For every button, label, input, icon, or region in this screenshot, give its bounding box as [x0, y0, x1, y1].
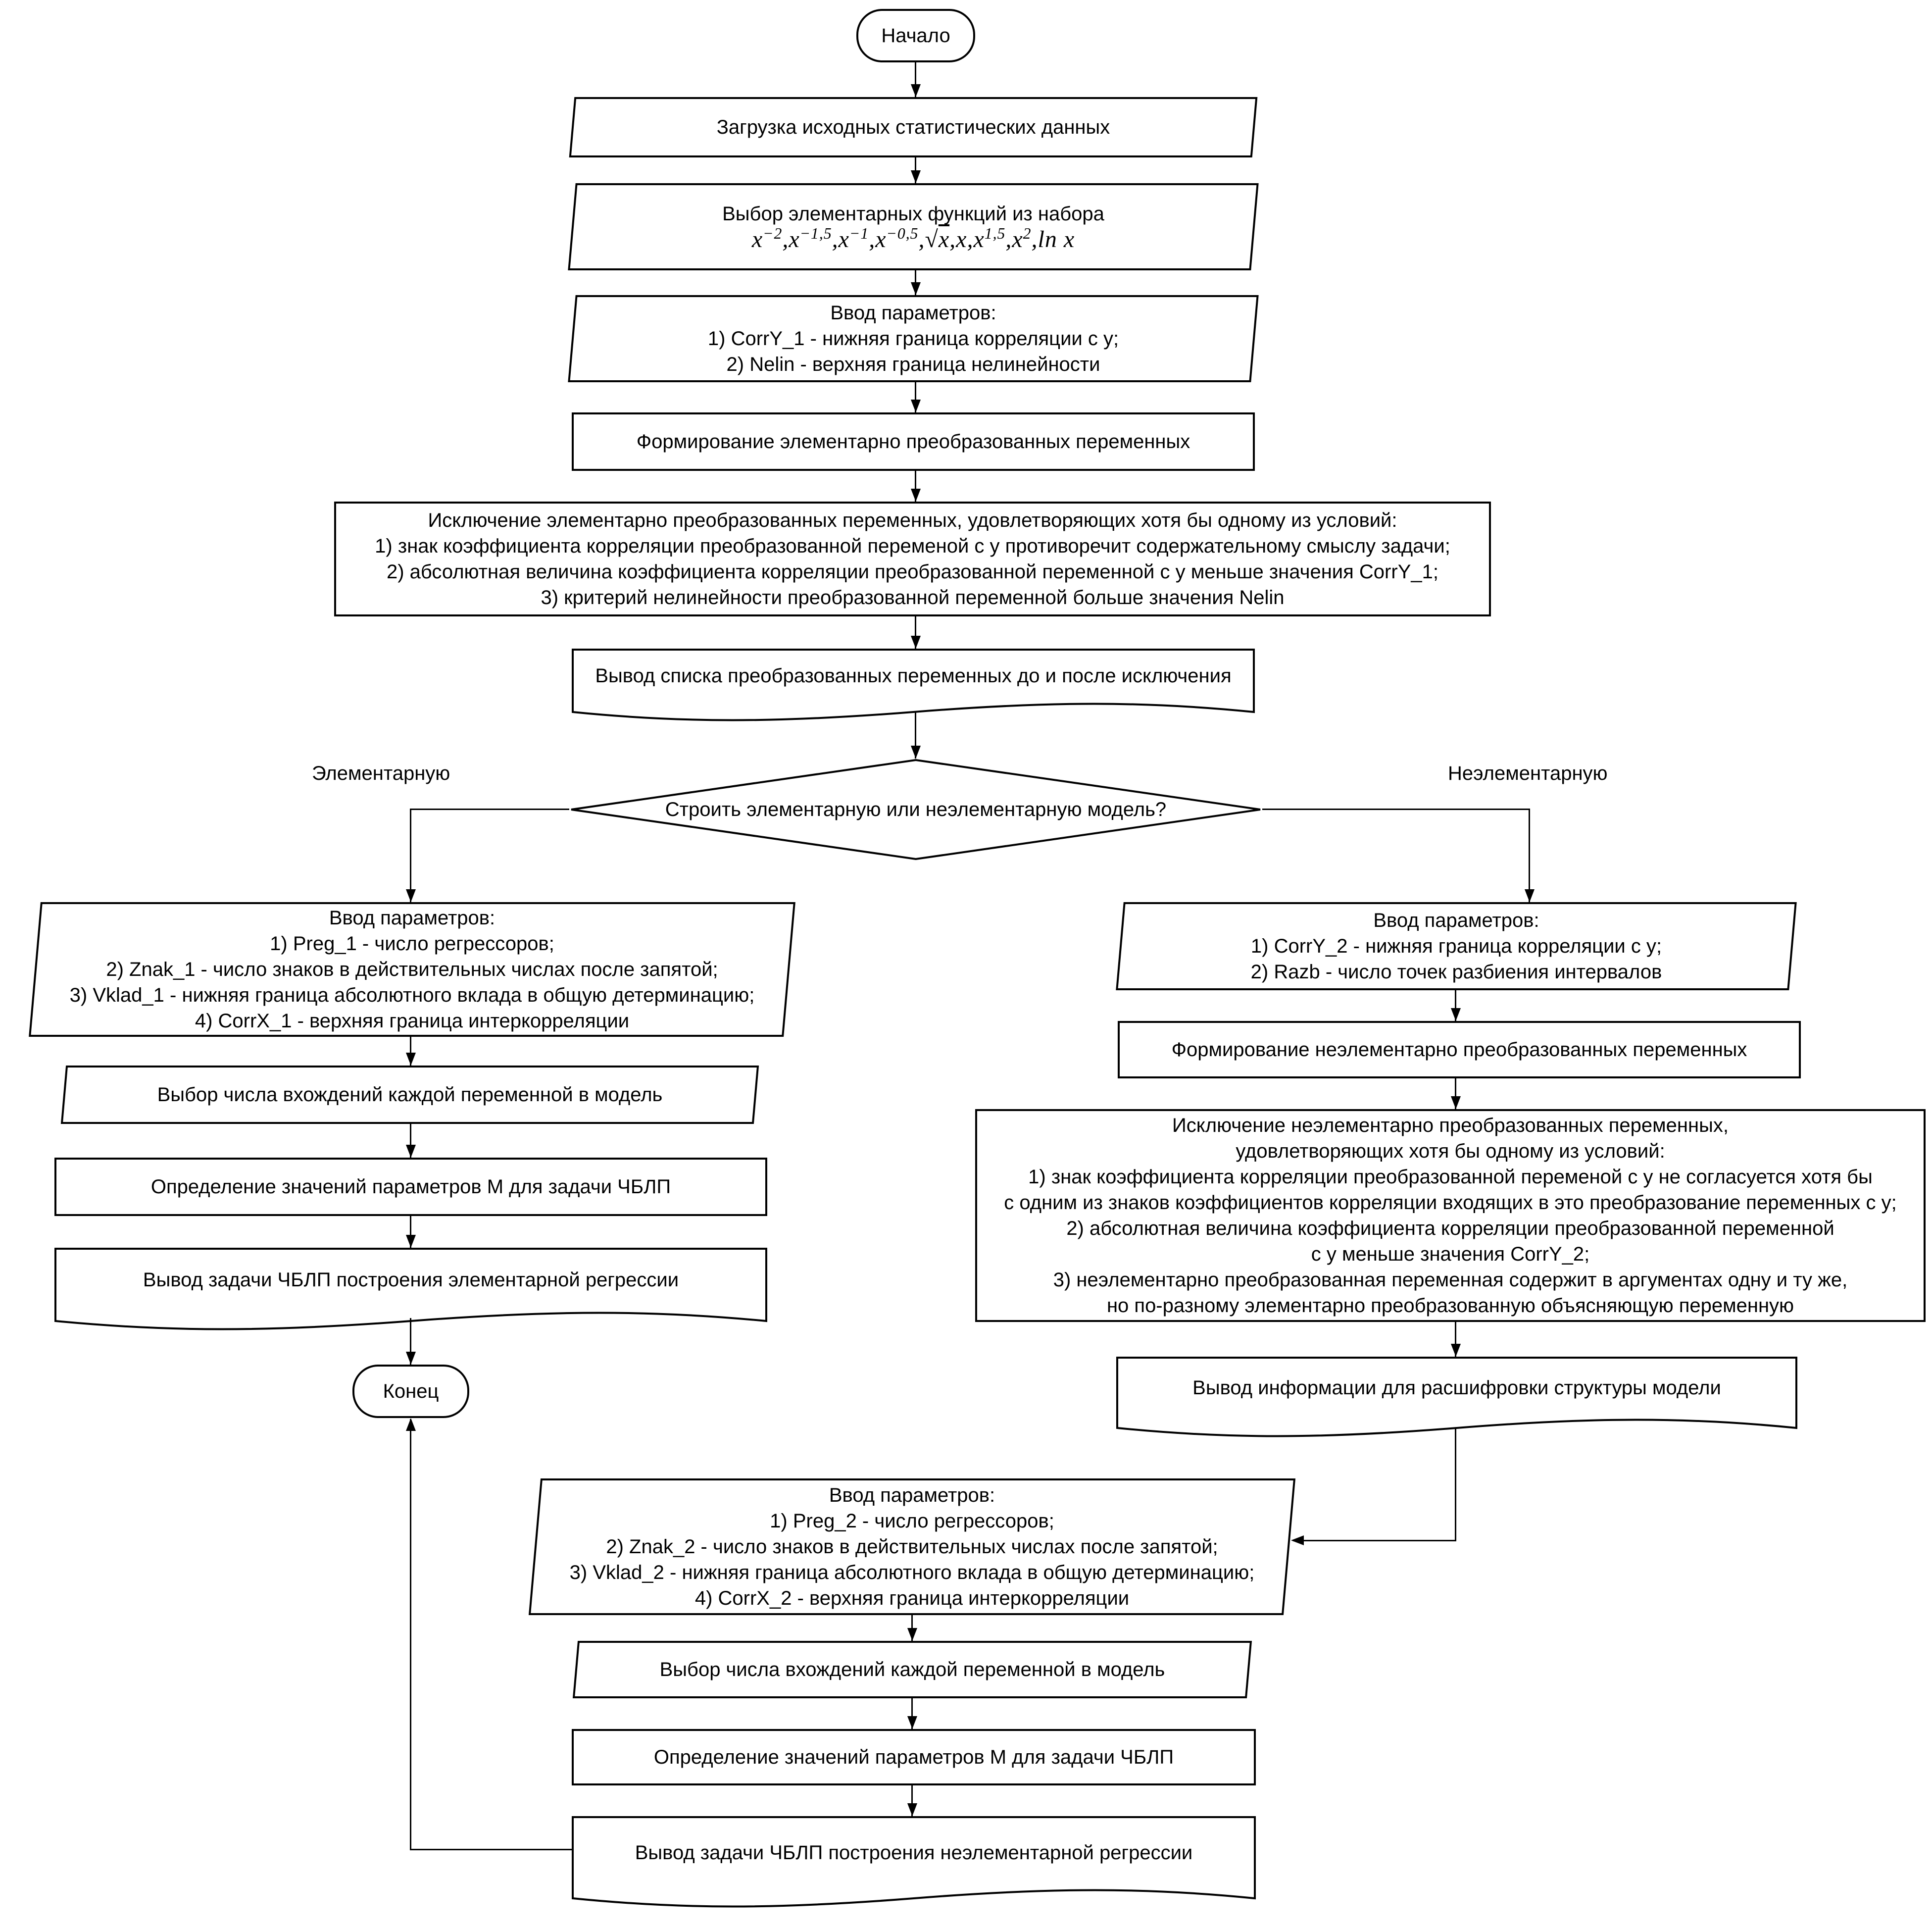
connector-input1-form: [915, 382, 916, 412]
arrowhead: [907, 1803, 917, 1816]
right-input-params-text: Ввод параметров:1) CorrY_2 - нижняя гран…: [1250, 910, 1662, 983]
arrowhead: [911, 489, 921, 502]
exclude-elementary-process: Исключение элементарно преобразованных п…: [334, 502, 1491, 616]
connector-decision-right-h: [1262, 809, 1530, 810]
right-output-info-document: Вывод информации для расшифровки структу…: [1116, 1357, 1797, 1440]
arrowhead: [1525, 889, 1535, 902]
form-elementary-label: Формирование элементарно преобразованных…: [636, 431, 1190, 453]
left-define-m-process: Определение значений параметров M для за…: [54, 1158, 767, 1216]
form-elementary-process: Формирование элементарно преобразованных…: [572, 412, 1255, 471]
bottom-output-document: Вывод задачи ЧБЛП построения неэлементар…: [572, 1816, 1256, 1910]
left-choose-entries-io: Выбор числа вхождений каждой переменной …: [60, 1066, 759, 1124]
connector-exclude2-outputinfo: [1455, 1322, 1456, 1357]
arrowhead: [406, 1053, 416, 1066]
arrowhead: [1451, 1096, 1461, 1109]
load-data-io: Загрузка исходных статистических данных: [569, 97, 1258, 157]
bottom-input-params-text: Ввод параметров:1) Preg_2 - число регрес…: [569, 1484, 1255, 1609]
arrowhead: [911, 84, 921, 97]
input-params-1-text: Ввод параметров:1) CorrY_1 - нижняя гран…: [707, 302, 1119, 375]
right-form-process: Формирование неэлементарно преобразованн…: [1118, 1021, 1801, 1078]
arrowhead: [907, 1716, 917, 1729]
arrowhead: [911, 746, 921, 759]
arrowhead: [406, 1145, 416, 1158]
left-input-params-io: Ввод параметров:1) Preg_1 - число регрес…: [29, 902, 795, 1037]
connector-define-output: [410, 1216, 411, 1248]
left-define-m-label: Определение значений параметров M для за…: [150, 1176, 671, 1198]
right-exclude-text: Исключение неэлементарно преобразованных…: [1004, 1115, 1897, 1317]
bottom-define-m-label: Определение значений параметров M для за…: [653, 1746, 1174, 1768]
decision-label: Строить элементарную или неэлементарную …: [665, 799, 1167, 820]
connector-return-h: [410, 1849, 572, 1850]
left-output-document: Вывод задачи ЧБЛП построения элементарно…: [54, 1248, 767, 1333]
connector-decision-right-v: [1529, 809, 1530, 902]
connector-start-load: [915, 62, 916, 97]
connector-decision-left-v: [410, 809, 411, 902]
arrowhead: [911, 170, 921, 183]
bottom-choose-entries-io: Выбор числа вхождений каждой переменной …: [572, 1641, 1252, 1698]
branch-label-nonelementary: Неэлементарную: [1448, 762, 1608, 784]
left-input-params-text: Ввод параметров:1) Preg_1 - число регрес…: [69, 907, 755, 1032]
select-functions-title: Выбор элементарных функций из набора: [722, 203, 1104, 225]
select-functions-io: Выбор элементарных функций из набора x−2…: [568, 183, 1259, 270]
arrowhead: [911, 282, 921, 295]
arrowhead: [406, 889, 416, 902]
document-shape: [572, 1816, 1256, 1908]
arrowhead: [1291, 1535, 1304, 1545]
connector-form-exclude: [915, 471, 916, 502]
start-terminator: Начало: [856, 9, 975, 62]
right-input-params-io: Ввод параметров:1) CorrY_2 - нижняя гран…: [1116, 902, 1797, 990]
connector-outputlist-decision: [915, 712, 916, 759]
connector-decision-left-h: [410, 809, 569, 810]
bottom-choose-entries-label: Выбор числа вхождений каждой переменной …: [659, 1659, 1165, 1680]
arrowhead: [406, 1418, 416, 1431]
connector-exclude-outputlist: [915, 616, 916, 649]
connector-rightinput-form: [1455, 990, 1456, 1021]
bottom-define-m-process: Определение значений параметров M для за…: [572, 1729, 1256, 1785]
exclude-elementary-text: Исключение элементарно преобразованных п…: [375, 509, 1450, 609]
end-label: Конец: [383, 1380, 439, 1402]
input-params-1-io: Ввод параметров:1) CorrY_1 - нижняя гран…: [568, 295, 1259, 382]
right-exclude-process: Исключение неэлементарно преобразованных…: [975, 1109, 1926, 1322]
left-output-label: Вывод задачи ЧБЛП построения элементарно…: [143, 1269, 679, 1291]
arrowhead: [1451, 1008, 1461, 1021]
arrowhead: [911, 400, 921, 412]
arrowhead: [406, 1235, 416, 1248]
output-list-document: Вывод списка преобразованных переменных …: [572, 649, 1255, 724]
branch-label-elementary: Элементарную: [312, 762, 450, 784]
arrowhead: [911, 636, 921, 649]
connector-bottomdefine-output: [911, 1785, 913, 1816]
function-set-formula: x−2,x−1,5,x−1,x−0,5,√x,x,x1,5,x2,ln x: [751, 225, 1075, 253]
arrowhead: [406, 1352, 416, 1365]
model-type-decision: Строить элементарную или неэлементарную …: [569, 759, 1262, 861]
bottom-output-label: Вывод задачи ЧБЛП построения неэлементар…: [635, 1842, 1193, 1864]
connector-form-exclude2: [1455, 1078, 1456, 1109]
arrowhead: [907, 1628, 917, 1641]
right-form-label: Формирование неэлементарно преобразованн…: [1171, 1039, 1747, 1061]
connector-return-v: [410, 1419, 411, 1850]
diamond-shape: [571, 759, 1261, 861]
right-output-info-label: Вывод информации для расшифровки структу…: [1192, 1377, 1721, 1399]
load-data-label: Загрузка исходных статистических данных: [716, 116, 1110, 138]
end-terminator: Конец: [352, 1365, 469, 1418]
document-shape: [572, 649, 1255, 721]
connector-bottomchoose-define: [911, 1698, 913, 1729]
left-choose-entries-label: Выбор числа вхождений каждой переменной …: [157, 1084, 663, 1106]
connector-output-end: [410, 1318, 411, 1365]
document-shape: [1116, 1357, 1797, 1437]
bottom-input-params-io: Ввод параметров:1) Preg_2 - число регрес…: [528, 1478, 1296, 1615]
connector-choose-define: [410, 1124, 411, 1158]
connector-leftinput-choose: [410, 1037, 411, 1066]
start-label: Начало: [881, 25, 950, 47]
connector-outputinfo-h: [1293, 1540, 1456, 1541]
arrowhead: [1451, 1344, 1461, 1357]
output-list-label: Вывод списка преобразованных переменных …: [595, 665, 1232, 687]
connector-outputinfo-v: [1455, 1428, 1456, 1541]
